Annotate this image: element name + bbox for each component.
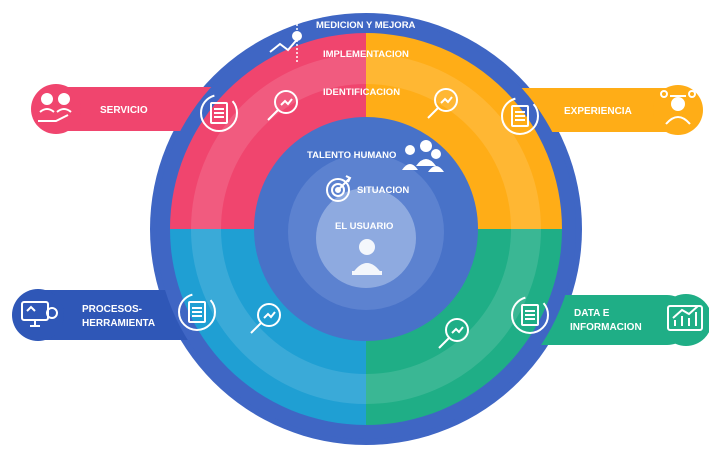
tab-servicio-label: SERVICIO [100,105,148,116]
ring-label-identificacion: IDENTIFICACION [323,87,400,98]
tab-servicio-cap [31,84,81,134]
document-cycle-icon [178,293,216,331]
magnifier-chart-icon [438,318,469,349]
document-cycle-icon [511,296,549,334]
monitor-gear-icon [21,301,58,327]
core-label-situation: SITUACION [357,185,409,196]
person-gears-icon [660,90,696,125]
ring-label-medicion: MEDICION Y MEJORA [316,20,416,31]
core-label-talent: TALENTO HUMANO [307,150,396,161]
tab-data-label-2: INFORMACION [570,322,642,333]
document-cycle-icon [501,97,539,135]
tab-experiencia-label: EXPERIENCIA [564,106,632,117]
document-cycle-icon [200,94,238,132]
people-group-icon [402,140,444,172]
magnifier-chart-icon [250,303,281,334]
core-inner [316,188,416,288]
ring-label-implementacion: IMPLEMENTACION [323,49,409,60]
tab-procesos-label-2: HERRAMIENTA [82,318,155,329]
target-icon [326,175,352,202]
core-label-user: EL USUARIO [335,221,393,232]
magnifier-chart-icon [427,88,458,119]
inner-ring-band [191,54,541,404]
chart-monitor-icon [667,305,703,331]
tab-data-label-1: DATA E [574,308,610,319]
people-hand-icon [38,93,72,122]
tab-procesos-label-1: PROCESOS- [82,304,142,315]
user-avatar-icon [352,239,382,275]
trend-line-icon [269,20,302,62]
magnifier-chart-icon [267,90,298,121]
